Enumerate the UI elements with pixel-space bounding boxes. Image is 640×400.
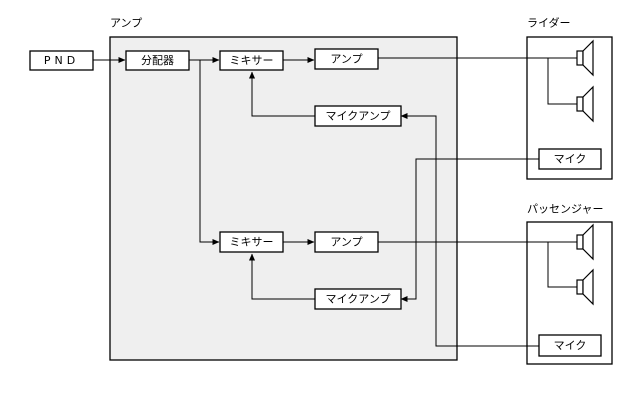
splitter-label: 分配器 [141,54,174,67]
amp-block-2: アンプ [314,231,379,253]
mixer-label-1: ミキサー [230,54,274,67]
mic-amp-block-1: マイクアンプ [314,105,402,127]
amp-block-1: アンプ [314,48,379,70]
amp-unit-box [109,36,458,361]
mic-amp-label-1: マイクアンプ [325,110,390,123]
mic-amp-label-2: マイクアンプ [325,293,390,306]
pnd-label: PND [44,54,79,67]
signal-wires [93,56,577,347]
rider-mic-label: マイク [554,153,587,166]
amp-label-1: アンプ [330,53,362,66]
mixer-block-1: ミキサー [219,50,284,71]
pnd-block: PND [29,50,94,71]
amp-unit-title: アンプ [110,17,142,30]
speaker-icon [576,85,594,123]
mixer-label-2: ミキサー [230,236,274,249]
mixer-block-2: ミキサー [219,231,284,253]
speaker-icon [576,268,594,306]
speaker-icon [576,39,594,77]
speaker-icon [576,223,594,261]
passenger-mic-label: マイク [554,339,587,352]
splitter-block: 分配器 [125,50,190,71]
rider-mic-block: マイク [538,148,602,170]
amp-label-2: アンプ [330,236,362,249]
passenger-title: パッセンジャー [527,203,603,216]
mic-amp-block-2: マイクアンプ [314,288,402,310]
passenger-mic-block: マイク [538,334,602,357]
rider-title: ライダー [527,16,571,30]
